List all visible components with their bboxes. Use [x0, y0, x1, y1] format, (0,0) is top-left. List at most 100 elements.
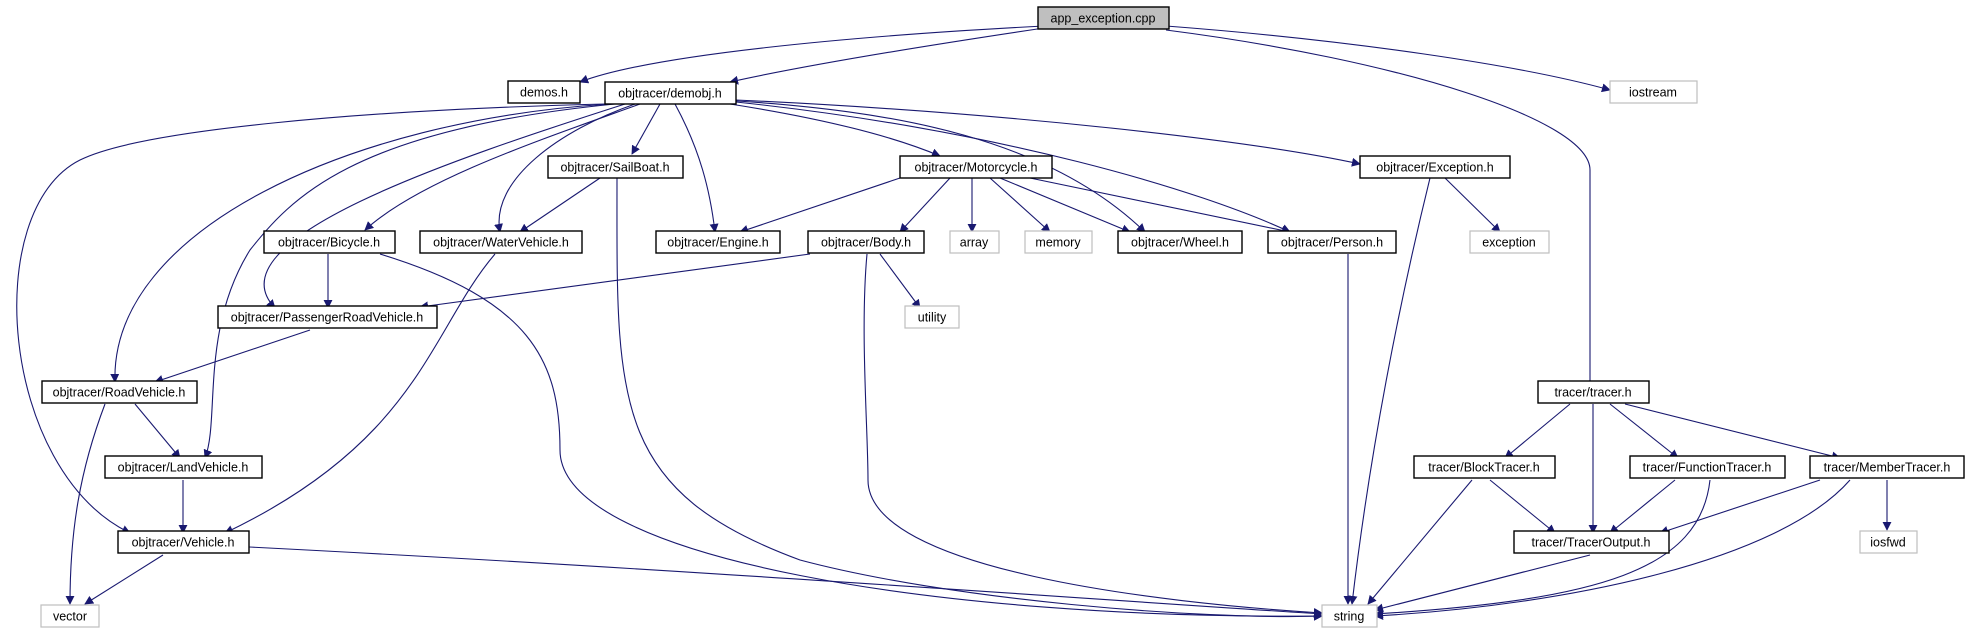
edge-watervehicle-to-vehicle [224, 253, 496, 534]
edge-vehicle-to-vector [84, 554, 164, 605]
node-body-h[interactable]: objtracer/Body.h [807, 230, 925, 254]
edge-functiontracer-to-string [1374, 479, 1711, 618]
edge-motorcycle-to-person [1029, 177, 1291, 235]
edges [16, 25, 1892, 621]
node-bicycle-h[interactable]: objtracer/Bicycle.h [263, 230, 396, 254]
node-landvehicle-h[interactable]: objtracer/LandVehicle.h [104, 455, 263, 479]
edge-membertracer-to-traceroutput [1659, 479, 1821, 535]
node-app-exception[interactable]: app_exception.cpp [1037, 6, 1170, 30]
edge-app-to-iostream [1165, 25, 1611, 93]
node-membertracer-h[interactable]: tracer/MemberTracer.h [1809, 455, 1965, 479]
edge-sailboat-to-string [616, 177, 1323, 621]
edge-roadvehicle-to-vector [65, 403, 106, 605]
node-sailboat-h[interactable]: objtracer/SailBoat.h [547, 155, 684, 179]
node-label: tracer/tracer.h [1554, 386, 1631, 400]
edge-traceroutput-to-string [1374, 554, 1591, 613]
edge-demobj-to-sailboat [631, 103, 661, 155]
node-array[interactable]: array [949, 230, 1000, 254]
edge-motorcycle-to-body [899, 177, 951, 233]
node-label: objtracer/Person.h [1281, 236, 1383, 250]
node-label: objtracer/WaterVehicle.h [433, 236, 569, 250]
node-traceroutput-h[interactable]: tracer/TracerOutput.h [1513, 530, 1670, 554]
edge-app-to-demobj [729, 27, 1045, 85]
node-demos-h[interactable]: demos.h [507, 80, 581, 104]
node-label: tracer/BlockTracer.h [1428, 461, 1539, 475]
node-label: objtracer/Engine.h [667, 236, 769, 250]
node-label: objtracer/LandVehicle.h [118, 461, 249, 475]
nodes: app_exception.cpp demos.h objtracer/demo… [40, 6, 1965, 628]
edge-membertracer-to-string [1374, 479, 1851, 621]
edge-exception-h-to-string [1348, 177, 1431, 605]
node-utility[interactable]: utility [904, 305, 960, 329]
node-tracer-h[interactable]: tracer/tracer.h [1537, 380, 1650, 404]
node-label: utility [918, 311, 947, 325]
edge-sailboat-to-watervehicle [519, 177, 601, 233]
edge-demobj-to-landvehicle [203, 103, 616, 459]
node-label: objtracer/demobj.h [618, 87, 722, 101]
edge-roadvehicle-to-landvehicle [134, 403, 181, 459]
node-label: objtracer/Motorcycle.h [915, 161, 1038, 175]
node-label: objtracer/Vehicle.h [132, 536, 235, 550]
edge-vehicle-to-string [248, 546, 1323, 618]
edge-demobj-to-vehicle [16, 103, 606, 534]
edge-exception-h-to-exception [1444, 177, 1501, 233]
node-label: app_exception.cpp [1051, 12, 1156, 26]
node-label: objtracer/SailBoat.h [560, 161, 669, 175]
node-label: iostream [1629, 86, 1677, 100]
edge-functiontracer-to-traceroutput [1609, 479, 1676, 534]
node-label: tracer/TracerOutput.h [1531, 536, 1650, 550]
edge-body-to-string [863, 253, 1323, 617]
node-label: objtracer/PassengerRoadVehicle.h [231, 311, 424, 325]
edge-demobj-to-person [735, 101, 1291, 233]
node-functiontracer-h[interactable]: tracer/FunctionTracer.h [1629, 455, 1786, 479]
node-person-h[interactable]: objtracer/Person.h [1267, 230, 1397, 254]
node-label: objtracer/Wheel.h [1131, 236, 1229, 250]
edge-blocktracer-to-traceroutput [1489, 479, 1556, 534]
node-exception-h[interactable]: objtracer/Exception.h [1359, 155, 1511, 179]
edge-bicycle-to-string [379, 253, 1323, 621]
edge-demobj-to-engine [674, 103, 719, 233]
edge-tracer-to-functiontracer [1609, 403, 1679, 459]
node-vector[interactable]: vector [40, 604, 100, 628]
node-demobj-h[interactable]: objtracer/demobj.h [604, 81, 737, 105]
node-label: tracer/FunctionTracer.h [1643, 461, 1772, 475]
edge-motorcycle-to-engine [739, 177, 901, 234]
node-label: iosfwd [1870, 536, 1905, 550]
node-passengerroadvehicle-h[interactable]: objtracer/PassengerRoadVehicle.h [217, 305, 438, 329]
node-label: exception [1482, 236, 1536, 250]
node-roadvehicle-h[interactable]: objtracer/RoadVehicle.h [41, 380, 198, 404]
node-motorcycle-h[interactable]: objtracer/Motorcycle.h [899, 155, 1053, 179]
edge-demobj-to-exception-h [735, 99, 1361, 167]
node-iostream[interactable]: iostream [1609, 80, 1698, 104]
node-label: string [1334, 610, 1365, 624]
node-watervehicle-h[interactable]: objtracer/WaterVehicle.h [419, 230, 583, 254]
node-label: objtracer/Bicycle.h [278, 236, 380, 250]
node-label: objtracer/Body.h [821, 236, 911, 250]
node-exception[interactable]: exception [1469, 230, 1550, 254]
node-memory[interactable]: memory [1024, 230, 1093, 254]
node-label: vector [53, 610, 87, 624]
node-blocktracer-h[interactable]: tracer/BlockTracer.h [1413, 455, 1556, 479]
node-label: objtracer/RoadVehicle.h [53, 386, 186, 400]
edge-body-to-passenger [419, 253, 811, 311]
edge-demobj-to-wheel [719, 99, 1146, 233]
edge-motorcycle-to-wheel [999, 177, 1131, 234]
edge-blocktracer-to-string [1367, 479, 1473, 605]
edge-body-to-utility [879, 253, 921, 309]
node-wheel-h[interactable]: objtracer/Wheel.h [1117, 230, 1243, 254]
node-vehicle-h[interactable]: objtracer/Vehicle.h [117, 530, 250, 554]
node-engine-h[interactable]: objtracer/Engine.h [655, 230, 781, 254]
node-label: objtracer/Exception.h [1376, 161, 1493, 175]
edge-tracer-to-blocktracer [1504, 403, 1571, 459]
edge-tracer-to-membertracer [1624, 403, 1841, 461]
edge-motorcycle-to-memory [989, 177, 1051, 233]
node-iosfwd[interactable]: iosfwd [1859, 530, 1918, 554]
node-label: memory [1035, 236, 1081, 250]
edge-demobj-to-roadvehicle [110, 103, 611, 383]
node-label: demos.h [520, 86, 568, 100]
edge-app-to-demos [579, 25, 1045, 84]
node-label: tracer/MemberTracer.h [1824, 461, 1951, 475]
node-string[interactable]: string [1321, 604, 1378, 628]
edge-demobj-to-watervehicle [494, 103, 636, 233]
